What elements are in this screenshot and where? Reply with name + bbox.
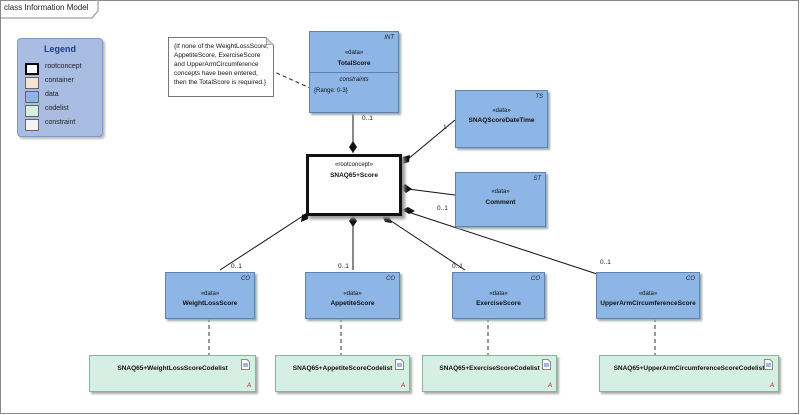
multiplicity-weight: 0..1 xyxy=(231,263,242,270)
legend-swatch-codelist xyxy=(25,105,39,117)
legend-item-container: container xyxy=(23,75,97,89)
diamond-comment xyxy=(400,184,412,193)
exercisescore-type-tag: CO xyxy=(531,276,540,282)
codelist-document-icon xyxy=(395,359,404,370)
exercisescore-codelist[interactable]: SNAQ65+ExerciseScoreCodelist A xyxy=(422,355,557,392)
diagram-frame-title: class Information Model xyxy=(4,3,89,12)
exercisescore-name: ExerciseScore xyxy=(476,300,521,307)
totalscore-constraints-title: constraints xyxy=(339,77,369,83)
legend-item-codelist: codelist xyxy=(23,103,97,117)
connector-exercise xyxy=(381,214,466,271)
multiplicity-datetime: 1 xyxy=(443,124,447,131)
multiplicity-total: 0..1 xyxy=(362,115,373,122)
upperarmcircumferencescore-name: UpperArmCircumferenceScore xyxy=(600,300,696,307)
multiplicity-exercise: 0..1 xyxy=(452,263,463,270)
diagram-frame-tab xyxy=(0,0,99,19)
legend-item-rootconcept: rootconcept xyxy=(23,61,97,75)
totalscore-type-tag: INT xyxy=(384,35,394,41)
diamond-datetime xyxy=(402,155,410,164)
constraint-note-text: {If none of the WeightLossScore, Appetit… xyxy=(174,43,269,86)
legend-swatch-data xyxy=(25,91,39,103)
upperarmcircumferencescore-class[interactable]: CO «data» UpperArmCircumferenceScore xyxy=(596,272,700,319)
snaqscoredatetime-name: SNAQScoreDateTime xyxy=(468,117,535,124)
diamond-upperarm xyxy=(402,207,415,214)
legend-swatch-constraint xyxy=(25,119,39,131)
diamond-total xyxy=(349,141,357,153)
upperarmcircumferencescore-codelist-name: SNAQ65+UpperArmCircumferenceScoreCodelis… xyxy=(613,365,765,372)
legend-panel: Legend rootconcept container data codeli… xyxy=(17,38,103,137)
weightlossscore-class[interactable]: CO «data» WeightLossScore xyxy=(165,272,255,319)
weightlossscore-codelist[interactable]: SNAQ65+WeightLossScoreCodelist A xyxy=(89,355,256,392)
connector-weight xyxy=(219,211,310,271)
legend-label-constraint: constraint xyxy=(45,119,76,126)
appetitescore-type-tag: CO xyxy=(386,276,395,282)
upperarmcircumferencescore-type-tag: CO xyxy=(686,276,695,282)
appetitescore-codelist[interactable]: SNAQ65+AppetiteScoreCodelist A xyxy=(275,355,410,392)
multiplicity-appetite: 0..1 xyxy=(338,263,349,270)
totalscore-name: TotalScore xyxy=(337,60,371,67)
codelist-document-icon xyxy=(764,359,773,370)
legend-label-codelist: codelist xyxy=(45,105,69,112)
appetitescore-codelist-name: SNAQ65+AppetiteScoreCodelist xyxy=(292,365,393,372)
multiplicity-upperarm: 0..1 xyxy=(600,259,611,266)
rootconcept-stereotype: «rootconcept» xyxy=(334,162,374,168)
note-anchor-line xyxy=(269,69,311,89)
upperarmcircumferencescore-stereotype: «data» xyxy=(638,291,658,297)
comment-name: Comment xyxy=(485,199,516,206)
legend-label-data: data xyxy=(45,91,59,98)
connector-datetime xyxy=(401,119,456,165)
rootconcept-name: SNAQ65+Score xyxy=(330,172,378,179)
totalscore-divider xyxy=(310,72,398,73)
codelist-document-icon xyxy=(542,359,551,370)
codelist-document-icon xyxy=(241,359,250,370)
weightlossscore-name: WeightLossScore xyxy=(182,300,238,307)
weightlossscore-codelist-marker: A xyxy=(246,383,251,389)
appetitescore-stereotype: «data» xyxy=(343,291,362,297)
multiplicity-comment: 0..1 xyxy=(437,205,448,212)
weightlossscore-codelist-name: SNAQ65+WeightLossScoreCodelist xyxy=(117,365,228,372)
legend-swatch-container xyxy=(25,77,39,89)
appetitescore-name: AppetiteScore xyxy=(330,300,375,307)
comment-type-tag: ST xyxy=(533,176,541,182)
weightlossscore-type-tag: CO xyxy=(241,276,250,282)
legend-item-data: data xyxy=(23,89,97,103)
appetitescore-class[interactable]: CO «data» AppetiteScore xyxy=(305,272,400,319)
exercisescore-codelist-name: SNAQ65+ExerciseScoreCodelist xyxy=(439,365,540,372)
note-fold-icon xyxy=(266,37,274,45)
diamond-exercise xyxy=(382,215,392,223)
snaqscoredatetime-class[interactable]: TS «data» SNAQScoreDateTime xyxy=(455,90,548,148)
snaqscoredatetime-type-tag: TS xyxy=(535,94,543,100)
appetitescore-codelist-marker: A xyxy=(400,383,405,389)
constraint-note[interactable]: {If none of the WeightLossScore, Appetit… xyxy=(168,37,274,97)
legend-item-constraint: constraint xyxy=(23,117,97,131)
legend-label-rootconcept: rootconcept xyxy=(45,63,82,70)
comment-stereotype: «data» xyxy=(491,189,510,195)
exercisescore-class[interactable]: CO «data» ExerciseScore xyxy=(452,272,545,319)
snaqscoredatetime-stereotype: «data» xyxy=(492,108,511,114)
totalscore-class[interactable]: INT «data» TotalScore constraints {Range… xyxy=(309,31,399,113)
exercisescore-codelist-marker: A xyxy=(547,383,552,389)
legend-swatch-rootconcept xyxy=(25,63,39,75)
snaq65-score-rootconcept[interactable]: «rootconcept» SNAQ65+Score xyxy=(306,154,402,216)
comment-class[interactable]: ST «data» Comment xyxy=(455,172,546,227)
connector-upperarm xyxy=(401,209,601,276)
legend-label-container: container xyxy=(45,77,74,84)
diamond-appetite xyxy=(349,215,357,227)
upperarmcircumferencescore-codelist[interactable]: SNAQ65+UpperArmCircumferenceScoreCodelis… xyxy=(599,355,779,392)
exercisescore-stereotype: «data» xyxy=(489,291,508,297)
weightlossscore-stereotype: «data» xyxy=(200,291,220,297)
upperarmcircumferencescore-codelist-marker: A xyxy=(769,383,774,389)
totalscore-constraint: {Range: 0-3} xyxy=(314,88,348,94)
totalscore-stereotype: «data» xyxy=(344,50,364,56)
legend-title: Legend xyxy=(43,44,76,54)
